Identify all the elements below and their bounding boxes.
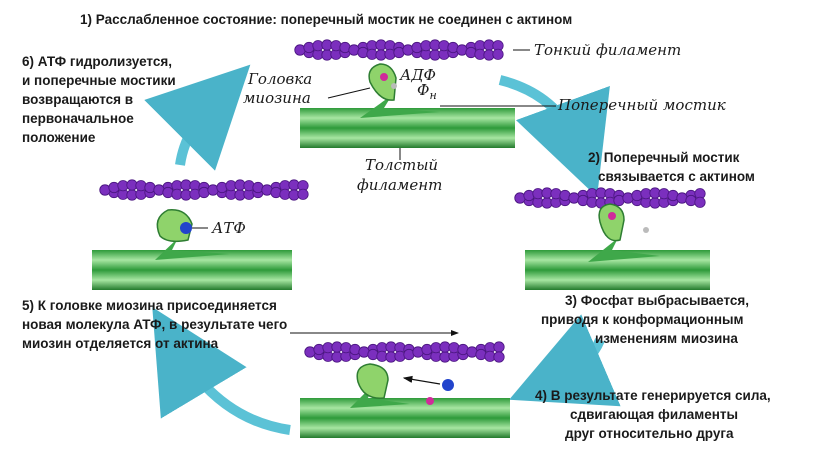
actin-bead (313, 343, 325, 356)
panel-2-binding (514, 187, 710, 290)
actin-bead (438, 40, 450, 52)
thick-filament-label-1: Толстый (365, 156, 438, 174)
arrow-6-to-1 (144, 64, 251, 171)
thin-filament-label: Тонкий филамент (534, 41, 681, 59)
actin-bead (108, 181, 120, 194)
actin-bead (493, 341, 505, 353)
actin-bead (448, 342, 460, 354)
step-5-line-2: новая молекула АТФ, в результате чего (22, 317, 287, 332)
step-3-line-3: изменениям миозина (595, 331, 738, 346)
arrow-3-to-4 (509, 314, 621, 407)
panel-4-power-stroke (300, 341, 510, 438)
arrow-4-to-5 (152, 307, 291, 435)
step-5-line-3: миозин отделяется от актина (22, 336, 219, 351)
step-2-line-1: 2) Поперечный мостик (588, 150, 740, 165)
actin-bead (297, 188, 309, 200)
actin-bead (162, 186, 174, 199)
pi-label: Фн (417, 81, 437, 102)
phosphate-ball (643, 227, 649, 233)
phosphate-ball (391, 83, 397, 89)
cycle-arrows (144, 64, 621, 435)
adp-ball (608, 212, 616, 220)
myosin-head-label-1: Головка (247, 70, 312, 88)
atp-label: АТФ (211, 219, 246, 237)
actin-bead (135, 180, 147, 192)
actin-bead (357, 46, 369, 59)
atp-ball (442, 379, 454, 391)
cross-bridge-label: Поперечный мостик (557, 96, 726, 114)
actin-bead (492, 48, 504, 60)
step-4-line-2: сдвигающая филаменты (570, 407, 738, 422)
myosin-cross-bridge (350, 386, 410, 408)
adp-ball (426, 397, 434, 405)
arrow-1-to-2 (498, 75, 610, 197)
thick-filament-label-2: филамент (357, 176, 442, 194)
actin-filament (99, 179, 309, 201)
actin-bead (523, 189, 535, 202)
step-6-line-4: первоначальное (22, 111, 134, 126)
step-4-line-1: 4) В результате генерируется сила, (535, 388, 771, 403)
actin-bead (303, 41, 315, 54)
myosin-head-label-2: миозина (243, 89, 311, 107)
myosin-cross-bridge (360, 95, 440, 118)
panel-1-relaxed (294, 39, 515, 148)
actin-filament (304, 341, 505, 363)
step-6-line-5: положение (22, 130, 96, 145)
step-6-line-1: 6) АТФ гидролизуется, (22, 54, 172, 69)
actin-bead (243, 180, 255, 192)
actin-bead (330, 40, 342, 52)
atp-ball (180, 222, 192, 234)
step-2-line-2: связывается с актином (598, 169, 755, 184)
step-3-line-1: 3) Фосфат выбрасывается, (565, 293, 749, 308)
actin-bead (411, 41, 423, 54)
actin-bead (475, 348, 487, 361)
thick-filament (300, 398, 510, 438)
myosin-head (368, 63, 397, 101)
step-6-line-2: и поперечные мостики (22, 73, 176, 88)
step-6-line-3: возвращаются в (22, 92, 133, 107)
actin-bead (340, 342, 352, 354)
pi-symbol: Ф (417, 81, 429, 99)
myosin-head (598, 203, 625, 242)
panel-6-hydrolysis: АТФ (92, 179, 309, 290)
actin-bead (216, 181, 228, 194)
actin-filament (294, 39, 504, 61)
actin-bead (465, 46, 477, 59)
actin-bead (694, 196, 706, 208)
actin-filament (514, 187, 706, 209)
adp-label: АДФ (399, 66, 436, 84)
step-labels: 1) Расслабленное состояние: поперечный м… (22, 12, 771, 441)
actin-bead (631, 189, 643, 202)
actin-bead (394, 350, 406, 362)
myosin-head (156, 209, 193, 243)
myosin-cross-bridge (588, 238, 660, 262)
atp-approach-arrow (402, 375, 441, 385)
actin-bead (685, 194, 697, 207)
step-4-line-3: друг относительно друга (565, 426, 734, 441)
myosin-cross-bridge (155, 238, 230, 260)
actin-bead (421, 343, 433, 356)
actin-bead (550, 188, 562, 200)
actin-bead (189, 188, 201, 200)
actin-bead (367, 348, 379, 361)
step-5-line-1: 5) К головке миозина присоединяется (22, 298, 277, 313)
step-3-line-2: приводя к конформационным (541, 312, 744, 327)
actin-bead (577, 194, 589, 207)
adp-ball (380, 73, 388, 81)
actin-bead (493, 351, 505, 363)
pi-subscript: н (429, 89, 436, 102)
actin-bead (384, 48, 396, 60)
step-1-text: 1) Расслабленное состояние: поперечный м… (80, 12, 572, 27)
actin-bead (270, 186, 282, 199)
panel-1-labels: Тонкий филамент Головка миозина АДФ Фн П… (243, 41, 726, 194)
thick-filament (300, 108, 515, 148)
myosin-head (356, 363, 389, 399)
actin-bead (658, 188, 670, 200)
